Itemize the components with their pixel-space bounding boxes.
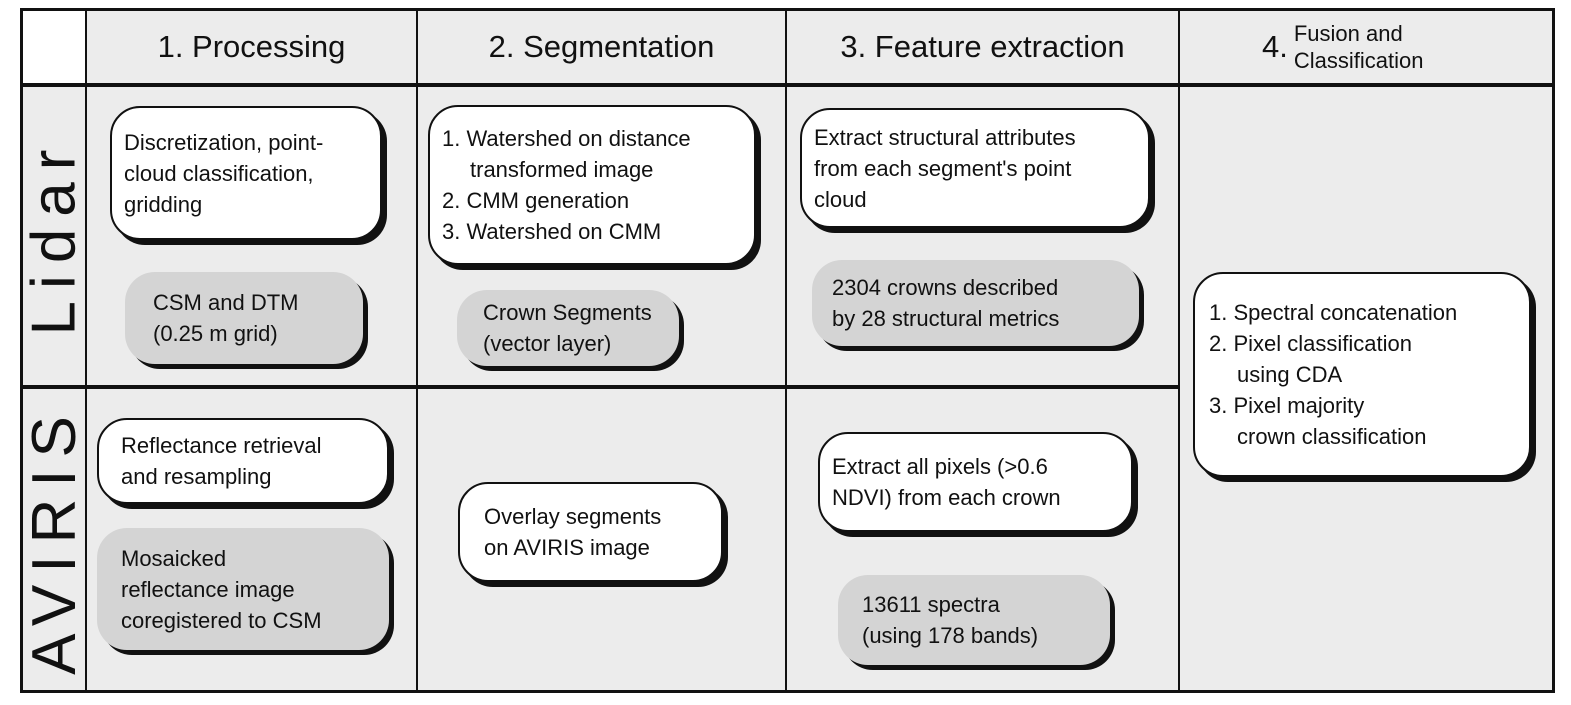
aviris-processing-step-box: Reflectance retrieval and resampling <box>97 418 389 504</box>
grid-row-divider <box>20 385 1180 389</box>
grid-col-1 <box>85 8 87 693</box>
aviris-segmentation-step-box: Overlay segments on AVIRIS image <box>458 482 723 582</box>
column-header-segmentation: 2. Segmentation <box>488 29 715 64</box>
column-header-fusion-line1: Fusion and <box>1293 21 1403 46</box>
grid-col-2 <box>416 8 418 693</box>
aviris-feature-output-box: 13611 spectra (using 178 bands) <box>838 575 1110 665</box>
grid-left <box>20 8 23 693</box>
column-header-fusion: 4. Fusion and Classification <box>1262 11 1423 83</box>
lidar-segmentation-output-box: Crown Segments (vector layer) <box>457 290 679 366</box>
column-header-feature-extraction: 3. Feature extraction <box>840 29 1125 64</box>
row-label-lidar: Lidar <box>19 137 89 335</box>
column-header-fusion-number: 4. <box>1262 29 1288 64</box>
lidar-feature-step-box: Extract structural attributes from each … <box>800 108 1150 228</box>
aviris-feature-step-box: Extract all pixels (>0.6 NDVI) from each… <box>818 432 1133 532</box>
row-label-aviris: AVIRIS <box>19 404 89 675</box>
grid-col-4 <box>1178 8 1180 693</box>
fusion-classification-box: 1. Spectral concatenation 2. Pixel class… <box>1193 272 1531 477</box>
corner-cell <box>23 11 85 83</box>
grid-bottom <box>20 690 1555 693</box>
lidar-segmentation-step-box: 1. Watershed on distance transformed ima… <box>428 105 756 265</box>
lidar-processing-output-box: CSM and DTM (0.25 m grid) <box>125 272 363 364</box>
aviris-processing-output-box: Mosaicked reflectance image coregistered… <box>97 528 389 650</box>
column-header-fusion-line2: Classification <box>1293 48 1424 73</box>
lidar-feature-output-box: 2304 crowns described by 28 structural m… <box>812 260 1139 346</box>
grid-header-divider <box>20 83 1555 87</box>
lidar-processing-step-box: Discretization, point- cloud classificat… <box>110 106 382 240</box>
grid-col-3 <box>785 8 787 693</box>
grid-top <box>20 8 1555 11</box>
column-header-processing: 1. Processing <box>157 29 346 64</box>
grid-right <box>1552 8 1555 693</box>
